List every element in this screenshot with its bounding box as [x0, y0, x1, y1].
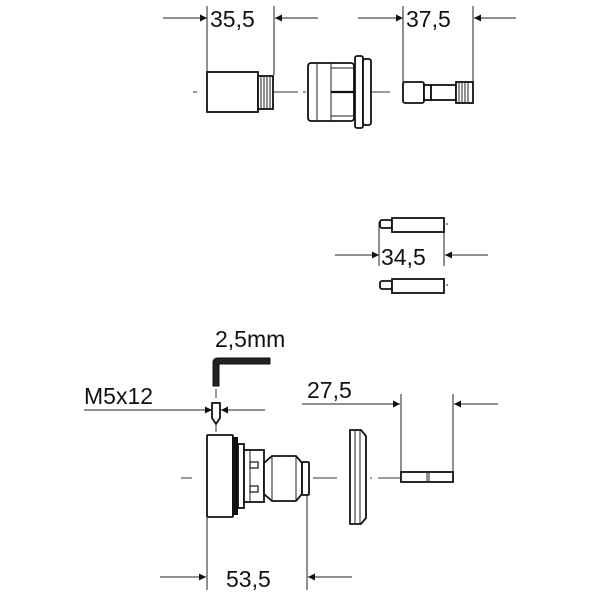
- escutcheon-rosette-icon: [349, 429, 372, 525]
- hex-key-label: 2,5mm: [215, 326, 285, 352]
- extension-pin-lower-icon: [379, 278, 448, 294]
- connector-rod-icon: [378, 471, 454, 483]
- extension-spindle-icon: [402, 81, 474, 104]
- dimension-label: 53,5: [226, 566, 271, 592]
- dimension-35-5: 35,5: [163, 6, 318, 75]
- dimension-label: 27,5: [307, 377, 352, 403]
- dimension-label: 35,5: [210, 6, 255, 32]
- dimension-53-5: 53,5: [160, 495, 352, 592]
- dimension-label: 34,5: [381, 244, 426, 270]
- dimension-label: 37,5: [406, 6, 451, 32]
- screw-label: M5x12: [84, 383, 153, 409]
- extension-sleeve-icon: [193, 71, 298, 113]
- hex-key-icon: 2,5mm: [212, 326, 285, 398]
- dimension-37-5: 37,5: [358, 6, 516, 83]
- dimension-34-5: 34,5: [335, 222, 488, 270]
- extension-pin-upper-icon: [379, 217, 448, 233]
- cartridge-assembly-icon: [181, 434, 337, 518]
- grub-screw-icon: M5x12: [84, 383, 265, 432]
- extension-housing-icon: [303, 55, 390, 129]
- dimension-27-5: 27,5: [302, 377, 498, 472]
